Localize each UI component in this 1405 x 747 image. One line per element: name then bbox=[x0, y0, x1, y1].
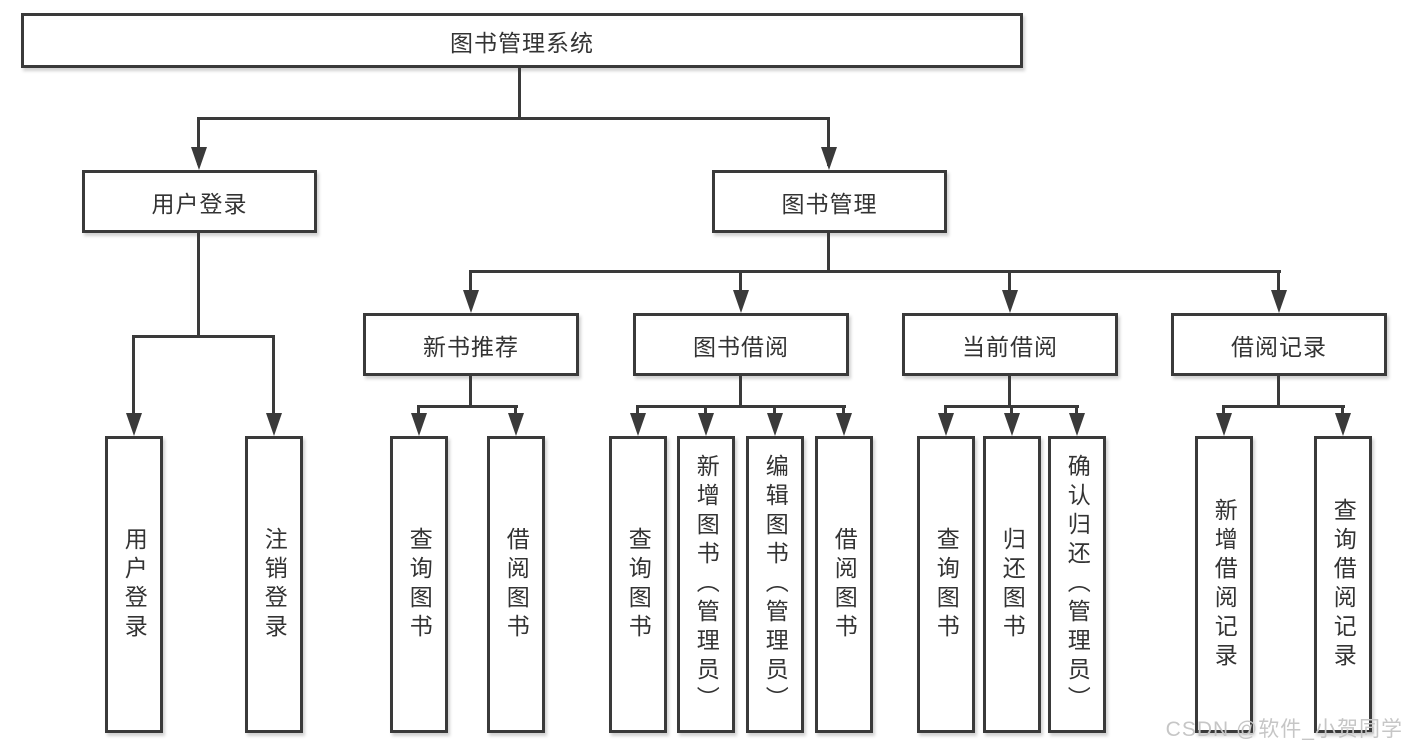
leaf-logout-login: 注销登录 bbox=[245, 436, 303, 733]
connector-line bbox=[1008, 376, 1011, 405]
arrow-down-icon bbox=[938, 413, 954, 436]
connector-line bbox=[827, 117, 830, 166]
leaf-query-books-borrowing: 查询图书 bbox=[609, 436, 667, 733]
arrow-down-icon bbox=[1004, 413, 1020, 436]
node-label: 查询图书 bbox=[933, 526, 960, 643]
connector-line bbox=[1277, 270, 1280, 307]
connector-line bbox=[272, 335, 275, 430]
node-label: 新书推荐 bbox=[423, 333, 519, 360]
connector-line bbox=[132, 335, 135, 430]
leaf-borrow-books-recommend: 借阅图书 bbox=[487, 436, 545, 733]
leaf-query-books-recommend: 查询图书 bbox=[390, 436, 448, 733]
node-library-system: 图书管理系统 bbox=[21, 13, 1023, 68]
node-label: 借阅记录 bbox=[1231, 333, 1327, 360]
arrow-down-icon bbox=[767, 413, 783, 436]
arrow-down-icon bbox=[836, 413, 852, 436]
node-book-management: 图书管理 bbox=[712, 170, 947, 233]
node-label: 借阅图书 bbox=[831, 526, 858, 643]
connector-line bbox=[197, 233, 200, 335]
connector-line bbox=[469, 376, 472, 405]
leaf-query-books-current: 查询图书 bbox=[917, 436, 975, 733]
node-user-login: 用户登录 bbox=[82, 170, 317, 233]
node-label: 当前借阅 bbox=[962, 333, 1058, 360]
node-label: 图书管理 bbox=[781, 190, 878, 217]
arrow-down-icon bbox=[821, 147, 837, 170]
leaf-user-login: 用户登录 bbox=[105, 436, 163, 733]
node-label: 归还图书 bbox=[999, 526, 1026, 643]
connector-line bbox=[469, 270, 1281, 273]
leaf-edit-books-admin: 编辑图书（管理员） bbox=[746, 436, 804, 733]
connector-line bbox=[739, 270, 742, 307]
watermark: CSDN @软件_小贺同学 bbox=[1165, 718, 1403, 741]
connector-line bbox=[827, 233, 830, 270]
connector-line bbox=[197, 117, 200, 165]
connector-line bbox=[636, 405, 846, 408]
arrow-down-icon bbox=[266, 413, 282, 436]
node-current-borrowing: 当前借阅 bbox=[902, 313, 1118, 376]
connector-line bbox=[1277, 376, 1280, 405]
node-label: 图书管理系统 bbox=[450, 29, 594, 56]
node-label: 查询图书 bbox=[625, 526, 652, 643]
node-label: 编辑图书（管理员） bbox=[762, 454, 789, 715]
node-label: 新增图书（管理员） bbox=[693, 454, 720, 715]
node-label: 借阅图书 bbox=[503, 526, 530, 643]
connector-line bbox=[1222, 405, 1345, 408]
leaf-borrow-books: 借阅图书 bbox=[815, 436, 873, 733]
node-label: 图书借阅 bbox=[693, 333, 789, 360]
node-label: 查询图书 bbox=[406, 526, 433, 643]
connector-line bbox=[417, 405, 518, 408]
connector-line bbox=[132, 335, 275, 338]
arrow-down-icon bbox=[126, 413, 142, 436]
node-label: 用户登录 bbox=[151, 190, 248, 217]
arrow-down-icon bbox=[1271, 290, 1287, 313]
connector-line bbox=[198, 117, 830, 120]
arrow-down-icon bbox=[191, 147, 207, 170]
leaf-add-borrow-record: 新增借阅记录 bbox=[1195, 436, 1253, 733]
leaf-confirm-return-admin: 确认归还（管理员） bbox=[1048, 436, 1106, 733]
node-new-book-recommend: 新书推荐 bbox=[363, 313, 579, 376]
leaf-return-books: 归还图书 bbox=[983, 436, 1041, 733]
arrow-down-icon bbox=[1335, 413, 1351, 436]
node-label: 注销登录 bbox=[261, 526, 288, 643]
arrow-down-icon bbox=[1069, 413, 1085, 436]
node-label: 新增借阅记录 bbox=[1211, 497, 1238, 672]
arrow-down-icon bbox=[463, 290, 479, 313]
arrow-down-icon bbox=[1002, 290, 1018, 313]
leaf-add-books-admin: 新增图书（管理员） bbox=[677, 436, 735, 733]
arrow-down-icon bbox=[733, 290, 749, 313]
node-label: 确认归还（管理员） bbox=[1064, 454, 1091, 715]
connector-line bbox=[1008, 270, 1011, 307]
node-book-borrowing: 图书借阅 bbox=[633, 313, 849, 376]
arrow-down-icon bbox=[698, 413, 714, 436]
connector-line bbox=[469, 270, 472, 307]
arrow-down-icon bbox=[630, 413, 646, 436]
connector-line bbox=[739, 376, 742, 405]
arrow-down-icon bbox=[1216, 413, 1232, 436]
node-borrowing-records: 借阅记录 bbox=[1171, 313, 1387, 376]
node-label: 用户登录 bbox=[121, 526, 148, 643]
arrow-down-icon bbox=[411, 413, 427, 436]
arrow-down-icon bbox=[508, 413, 524, 436]
connector-line bbox=[518, 68, 521, 117]
node-label: 查询借阅记录 bbox=[1330, 497, 1357, 672]
leaf-query-borrow-record: 查询借阅记录 bbox=[1314, 436, 1372, 733]
